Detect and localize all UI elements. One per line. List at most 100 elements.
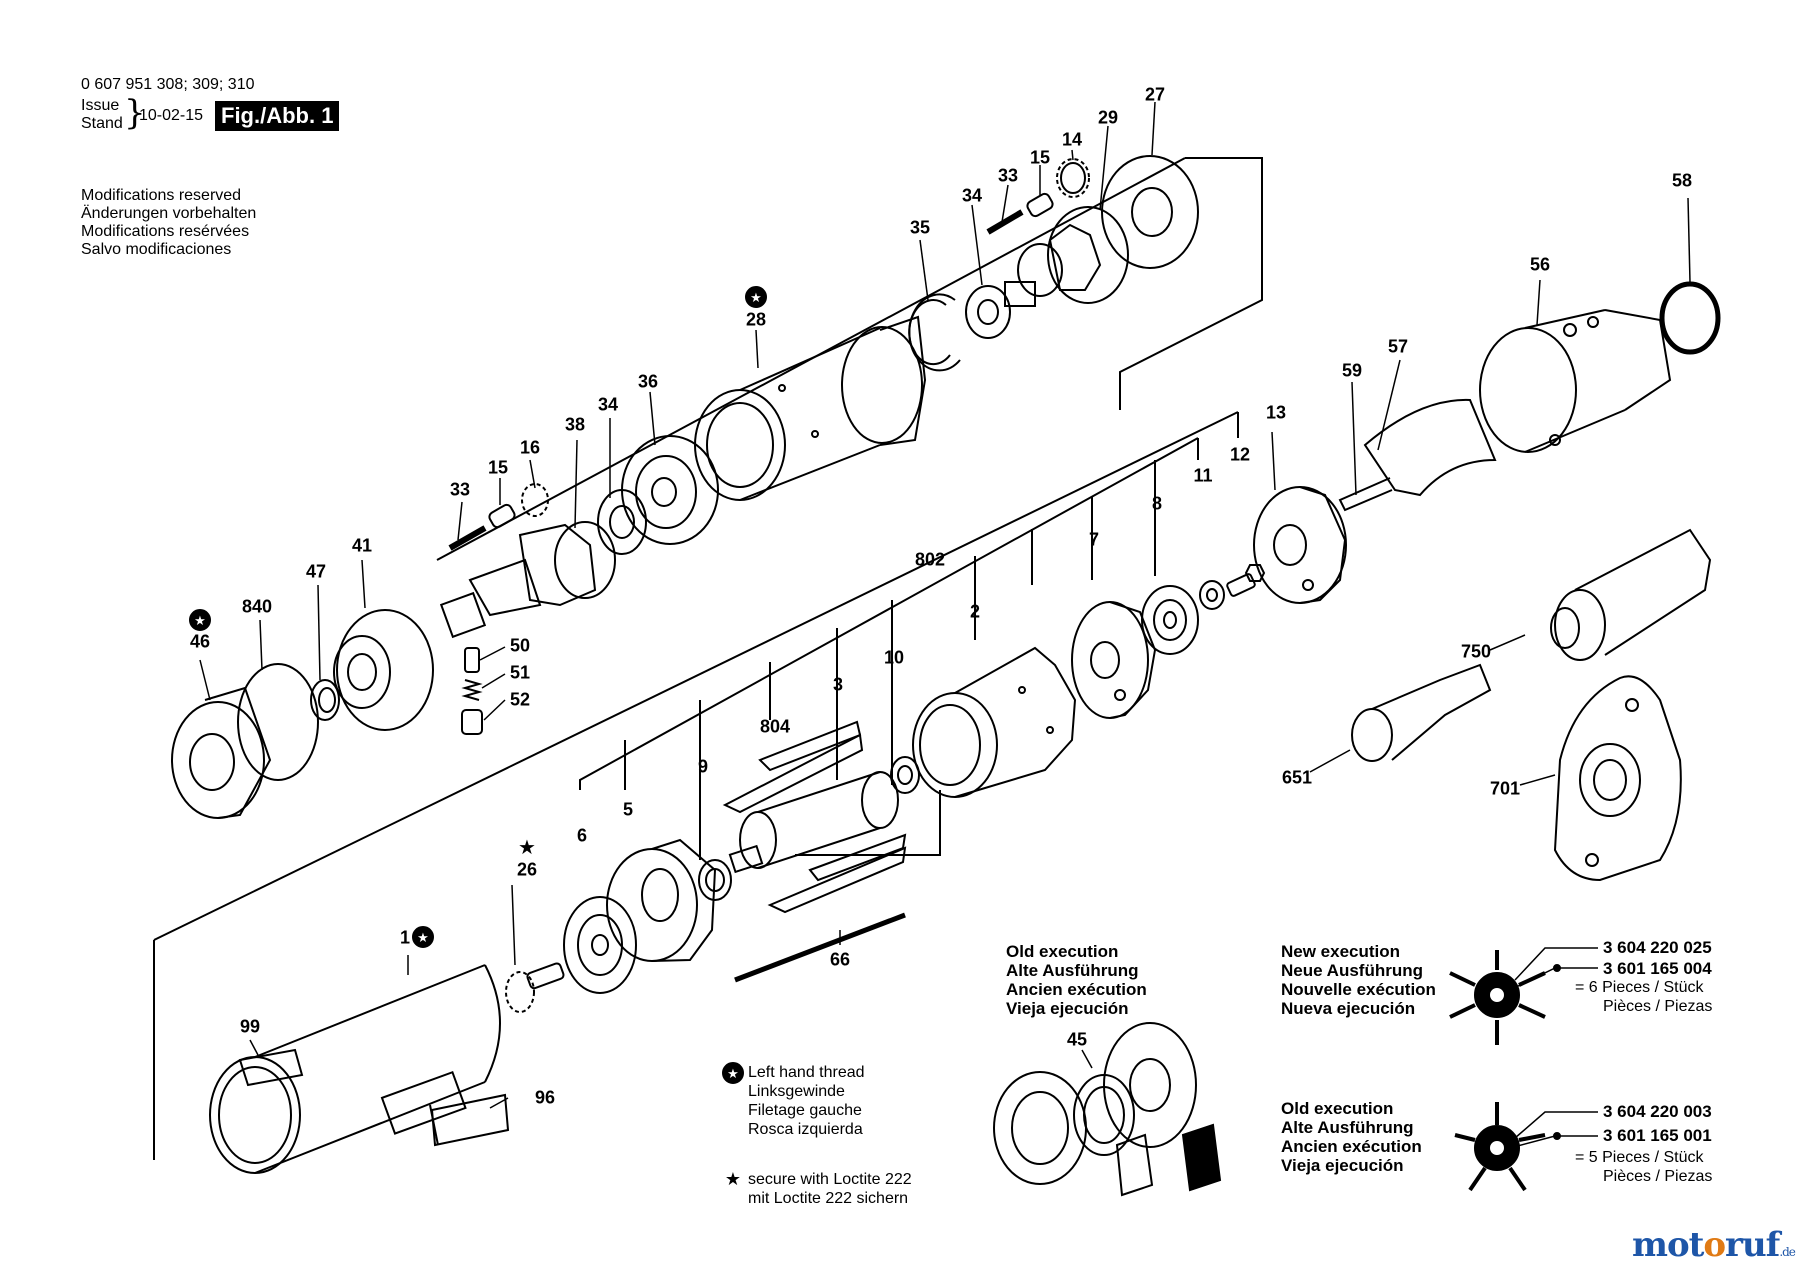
- legend-loctite-en: secure with Loctite 222: [748, 1171, 912, 1188]
- part-1-motor-housing: [209, 964, 501, 1174]
- legend-lh-thread-fr: Filetage gauche: [748, 1102, 862, 1119]
- part-numbers: 0 607 951 308; 309; 310: [81, 76, 255, 93]
- part-label-701: 701: [1489, 778, 1521, 799]
- old-exec-count-2: Pièces / Piezas: [1603, 1168, 1713, 1185]
- legend-lh-thread-en: Left hand thread: [748, 1064, 865, 1081]
- part-label-651: 651: [1281, 767, 1313, 788]
- modifications-en: Modifications reserved: [81, 187, 242, 204]
- part-label-3: 3: [832, 674, 844, 695]
- part-10-washer: [890, 756, 920, 794]
- part-46-end-cap: [171, 686, 272, 819]
- issue-date: 10-02-15: [139, 107, 204, 124]
- new-exec-number-1: 3 604 220 025: [1603, 938, 1712, 957]
- part-2-cylinder: [912, 646, 1077, 798]
- part-27-washer: [1101, 155, 1199, 269]
- svg-text:★: ★: [727, 1067, 739, 1082]
- part-label-2: 2: [969, 601, 981, 622]
- old-exec-count: = 5 Pieces / Stück: [1575, 1149, 1704, 1166]
- assembly-frame-lines: [153, 157, 1263, 1160]
- part-15-bushing-lower: [488, 503, 516, 529]
- part-label-6: 6: [576, 825, 588, 846]
- part-29-rotor-carrier: [1004, 206, 1129, 307]
- old-exec-rotor-en: Old execution: [1281, 1099, 1394, 1118]
- part-840-o-ring: [237, 663, 319, 781]
- part-label-10: 10: [883, 647, 905, 668]
- part-label-16: 16: [519, 437, 541, 458]
- part-label-1: 1: [399, 927, 411, 948]
- part-label-34-lower: 34: [597, 394, 619, 415]
- part-41-ball-bearing: [333, 609, 434, 731]
- part-47-circlip: [310, 679, 340, 721]
- part-99-label: [238, 1048, 304, 1087]
- part-15-bushing: [1026, 192, 1054, 218]
- new-exec-es: Nueva ejecución: [1281, 999, 1416, 1018]
- part-label-47: 47: [305, 561, 327, 582]
- part-label-26: 26: [516, 859, 538, 880]
- old-exec-number-2: 3 601 165 001: [1603, 1126, 1712, 1145]
- modifications-de: Änderungen vorbehalten: [81, 205, 257, 222]
- part-label-12: 12: [1229, 444, 1251, 465]
- part-33-pin-lower: [448, 525, 487, 551]
- new-exec-count: = 6 Pieces / Stück: [1575, 979, 1704, 996]
- stand-label: Stand: [81, 115, 123, 132]
- part-34-washer-upper: [965, 285, 1011, 339]
- part-33-pin: [986, 209, 1024, 235]
- part-label-28: 28: [745, 309, 767, 330]
- part-28-housing: [694, 315, 927, 501]
- part-57-shell-half: [1363, 398, 1497, 497]
- issue-label: Issue: [81, 97, 120, 114]
- part-58-o-ring: [1659, 281, 1721, 355]
- part-804-vanes: [722, 720, 907, 914]
- part-51-spring: [461, 679, 483, 701]
- part-35-circlip: [908, 293, 961, 372]
- new-exec-de: Neue Ausführung: [1281, 961, 1423, 980]
- part-9-washer: [698, 859, 732, 901]
- part-label-41: 41: [351, 535, 373, 556]
- part-12-screw: [1226, 564, 1266, 597]
- part-label-45: 45: [1066, 1029, 1088, 1050]
- part-label-5: 5: [622, 799, 634, 820]
- brace-symbol: }: [124, 93, 146, 133]
- part-label-34: 34: [961, 185, 983, 206]
- modifications-fr: Modifications resérvées: [81, 223, 250, 240]
- svg-text:★: ★: [518, 835, 536, 859]
- svg-text:★: ★: [194, 614, 206, 629]
- part-label-59: 59: [1341, 360, 1363, 381]
- part-7-end-plate: [1071, 601, 1157, 719]
- part-label-750: 750: [1460, 641, 1492, 662]
- new-exec-count-2: Pièces / Piezas: [1603, 998, 1713, 1015]
- part-label-38: 38: [564, 414, 586, 435]
- part-label-840: 840: [241, 596, 273, 617]
- part-38-spindle: [439, 521, 616, 639]
- part-701-flange: [1553, 675, 1682, 882]
- part-66-pin: [734, 912, 906, 983]
- svg-text:★: ★: [750, 291, 762, 306]
- part-14-gear: [1056, 158, 1090, 198]
- part-label-8: 8: [1151, 493, 1163, 514]
- part-28-thread-icon: ★: [745, 286, 767, 308]
- part-label-51: 51: [509, 662, 531, 683]
- old-exec-number-1: 3 604 220 003: [1603, 1102, 1712, 1121]
- old-exec-bearing-de: Alte Ausführung: [1006, 961, 1139, 980]
- part-36-ball-bearing: [621, 435, 719, 545]
- part-26-loctite-icon: ★: [518, 835, 536, 859]
- part-5-end-plate: [606, 838, 717, 962]
- old-exec-rotor-de: Alte Ausführung: [1281, 1118, 1414, 1137]
- part-label-33: 33: [997, 165, 1019, 186]
- part-label-27: 27: [1144, 84, 1166, 105]
- part-label-29: 29: [1097, 107, 1119, 128]
- part-11-washer: [1199, 580, 1225, 610]
- modifications-es: Salvo modificaciones: [81, 241, 232, 258]
- part-1-thread-icon: ★: [412, 926, 434, 948]
- part-26-gear-shaft: [505, 962, 565, 1013]
- part-label-11: 11: [1193, 465, 1213, 486]
- old-exec-bearing-fr: Ancien exécution: [1006, 980, 1147, 999]
- old-execution-rotor-symbol: [1454, 1102, 1598, 1192]
- part-59-clip: [1338, 477, 1393, 512]
- part-label-52: 52: [509, 689, 531, 710]
- part-label-35: 35: [909, 217, 931, 238]
- part-34-washer-lower: [597, 489, 647, 555]
- svg-text:★: ★: [725, 1169, 741, 1190]
- part-8-ball-bearing: [1141, 585, 1199, 655]
